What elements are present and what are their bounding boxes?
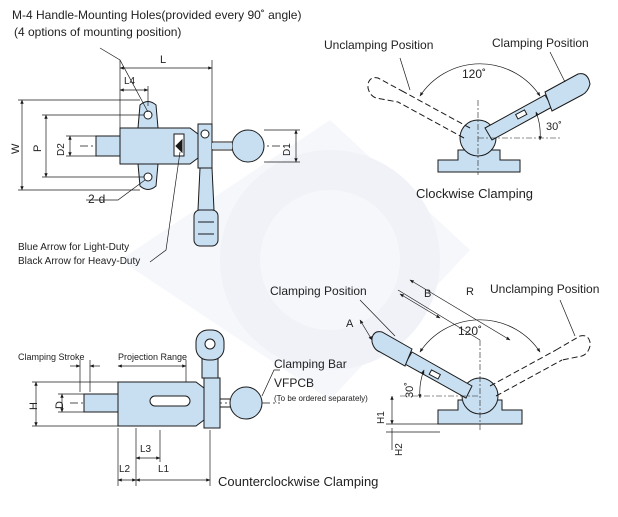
- mounting-hole-top: [143, 110, 153, 120]
- dim-label-P: P: [32, 144, 44, 152]
- bl-part-code: VFPCB: [274, 376, 315, 390]
- ball-knob-lower: [229, 386, 263, 420]
- bl-dim-L2: L2: [119, 464, 131, 475]
- br-angle-120: 120˚: [458, 324, 483, 338]
- handle-grip: [193, 209, 219, 247]
- br-angle-30: 30˚: [404, 382, 416, 398]
- tr-unclamping-label: Unclamping Position: [324, 38, 434, 52]
- dim-label-L: L: [160, 54, 167, 66]
- bl-clamping-bar: Clamping Bar: [274, 357, 347, 371]
- bl-dim-D: D: [54, 401, 66, 409]
- top-left-view: [80, 101, 290, 247]
- bl-dim-L3: L3: [140, 444, 152, 455]
- bl-caption: Counterclockwise Clamping: [218, 474, 379, 489]
- mounting-hole-bottom: [143, 172, 153, 182]
- tr-caption: Clockwise Clamping: [416, 186, 534, 201]
- hole-label-2d: 2-d: [88, 192, 106, 206]
- direction-arrow-icon: [175, 138, 183, 154]
- dim-label-L4: L4: [124, 76, 136, 87]
- tr-angle-120: 120˚: [462, 67, 487, 81]
- bl-order-note: (To be ordered separately): [274, 394, 368, 403]
- watermark-logo: [120, 120, 470, 400]
- br-dim-A: A: [346, 318, 354, 330]
- bl-clamping-stroke: Clamping Stroke: [18, 352, 85, 362]
- clamp-body: [119, 127, 199, 165]
- bl-dim-L1: L1: [158, 464, 170, 475]
- br-dim-H2: H2: [394, 443, 405, 456]
- handle-stem: [197, 167, 215, 211]
- base-block: [437, 149, 521, 173]
- top-left-dimensions: [18, 47, 300, 263]
- br-dim-B: B: [424, 288, 432, 300]
- dim-label-W: W: [10, 143, 22, 154]
- tr-angle-30: 30˚: [546, 121, 562, 133]
- br-unclamping-label: Unclamping Position: [490, 282, 600, 296]
- arrow-note-line1: Blue Arrow for Light-Duty: [18, 242, 130, 253]
- bl-dim-H: H: [28, 402, 40, 410]
- bottom-right-view: [359, 279, 591, 450]
- bl-projection-range: Projection Range: [118, 352, 188, 362]
- dim-label-D1: D1: [282, 143, 293, 156]
- bottom-left-view: [32, 329, 280, 486]
- br-clamping-label: Clamping Position: [270, 284, 367, 298]
- br-dim-H1: H1: [376, 411, 387, 424]
- top-right-view: [367, 51, 591, 175]
- collar-lower: [203, 377, 221, 429]
- dim-label-D2: D2: [56, 143, 67, 156]
- ball-knob: [231, 129, 265, 163]
- br-dim-R: R: [466, 286, 474, 298]
- mounting-holes-note-line1: M-4 Handle-Mounting Holes(provided every…: [12, 8, 302, 22]
- mounting-holes-note-line2: (4 options of mounting position): [14, 25, 182, 39]
- arrow-note-line2: Black Arrow for Heavy-Duty: [18, 256, 141, 267]
- tr-clamping-label: Clamping Position: [492, 36, 589, 50]
